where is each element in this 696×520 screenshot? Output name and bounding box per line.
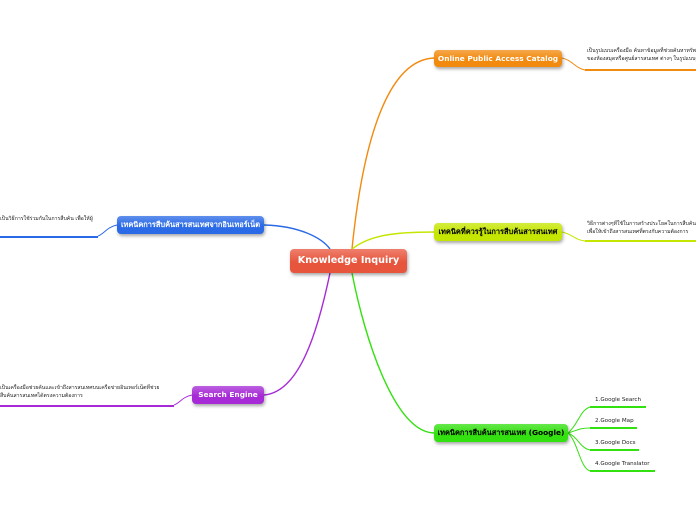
techniques-note-line: วิธีการต่างๆที่ใช้ในการสร้างประโยคในการส…	[587, 221, 696, 227]
opac-note: เป็นรูปแบบเครื่องมือ ค้นหาข้อมูลที่ช่วยค…	[587, 47, 696, 64]
techniques-note: วิธีการต่างๆที่ใช้ในการสร้างประโยคในการส…	[587, 220, 696, 237]
search-engine-note-line: เป็นเครื่องมือช่วยค้นและเข้าถึงสารสนเทศบ…	[0, 385, 160, 391]
branch-google[interactable]: เทคนิคการสืบค้นสารสนเทศ (Google)	[434, 424, 568, 442]
branch-google-label: เทคนิคการสืบค้นสารสนเทศ (Google)	[437, 428, 565, 438]
branch-internet-search[interactable]: เทคนิคการสืบค้นสารสนเทศจากอินเทอร์เน็ต	[117, 216, 264, 234]
branch-opac-label: Online Public Access Catalog	[437, 53, 559, 63]
opac-note-line: ของห้องสมุดหรือศูนย์สารสนเทศ ต่างๆ ในรูป…	[587, 56, 696, 63]
branch-search-engine-label: Search Engine	[198, 390, 258, 400]
root-topic[interactable]: Knowledge Inquiry	[290, 249, 407, 273]
google-child-map[interactable]: 2.Google Map	[595, 418, 634, 424]
google-child-docs[interactable]: 3.Google Docs	[595, 440, 636, 446]
root-topic-label: Knowledge Inquiry	[297, 255, 400, 267]
techniques-note-line: เพื่อให้เข้าถึงสารสนเทศที่ตรงกับความต้อง…	[587, 229, 689, 236]
branch-opac[interactable]: Online Public Access Catalog	[434, 50, 562, 67]
search-engine-note: เป็นเครื่องมือช่วยค้นและเข้าถึงสารสนเทศบ…	[0, 384, 174, 401]
google-child-translator[interactable]: 4.Google Translator	[595, 461, 650, 467]
internet-note-line: เป็นวิธีการใช้ร่วมกันในการสืบค้น เพื่อให…	[0, 216, 93, 222]
opac-note-line: เป็นรูปแบบเครื่องมือ ค้นหาข้อมูลที่ช่วยค…	[587, 48, 696, 54]
branch-internet-search-label: เทคนิคการสืบค้นสารสนเทศจากอินเทอร์เน็ต	[120, 220, 261, 230]
branch-search-techniques-label: เทคนิคที่ควรรู้ในการสืบค้นสารสนเทศ	[438, 227, 558, 237]
google-child-search[interactable]: 1.Google Search	[595, 397, 642, 403]
branch-search-engine[interactable]: Search Engine	[192, 386, 264, 404]
branch-search-techniques[interactable]: เทคนิคที่ควรรู้ในการสืบค้นสารสนเทศ	[434, 223, 562, 241]
internet-note: เป็นวิธีการใช้ร่วมกันในการสืบค้น เพื่อให…	[0, 215, 98, 223]
search-engine-note-line: สืบค้นสารสนเทศได้ตรงความต้องการ	[0, 393, 83, 400]
